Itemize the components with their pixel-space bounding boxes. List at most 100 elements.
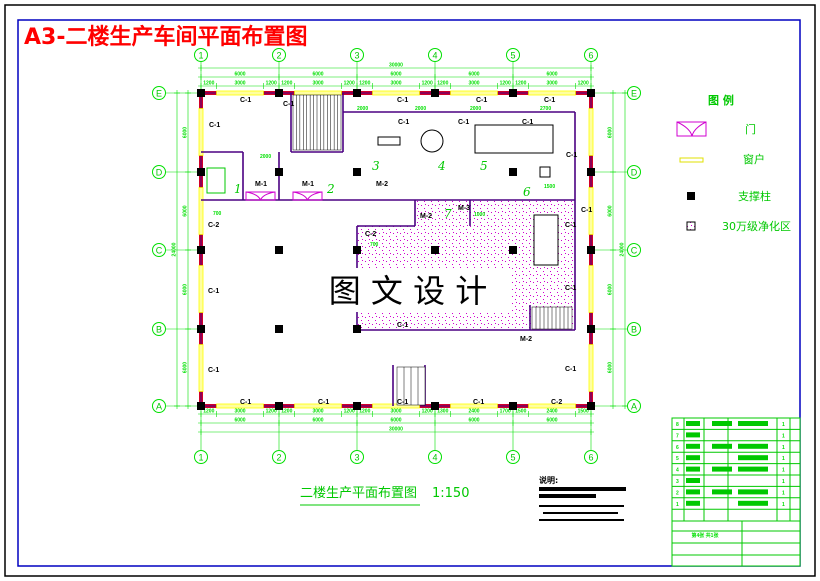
dim-top-segments-text: 1200: [515, 81, 526, 87]
column: [197, 168, 205, 176]
column: [197, 402, 205, 410]
plan-walls: [197, 89, 595, 410]
window: [450, 403, 498, 409]
drawing-scale: 1:150: [432, 486, 469, 501]
dim-right-bays-text: 6000: [608, 127, 614, 138]
room-number: 5: [480, 159, 488, 173]
inner-dimension: 2000: [260, 154, 271, 160]
axis-label-2: 2: [276, 453, 281, 463]
column: [587, 168, 595, 176]
title-block-entry: [738, 421, 768, 426]
equipment: [377, 136, 401, 146]
notes-line: [543, 512, 618, 514]
window-label: C-1: [473, 399, 484, 406]
column: [431, 402, 439, 410]
outer-border: [4, 4, 816, 577]
cleanroom-icon: [686, 221, 696, 231]
axis-label-6: 6: [588, 453, 593, 463]
window: [294, 403, 342, 409]
dim-top-segments-text: 1200: [578, 81, 589, 87]
dim-top-segments-text: 1200: [344, 81, 355, 87]
axis-label-5: 5: [510, 453, 515, 463]
axis-bubble: [194, 450, 208, 464]
window: [216, 403, 264, 409]
dim-bottom-total-text: 30000: [389, 427, 403, 433]
axis-bubble: [506, 48, 520, 62]
dim-top-segments-text: 1200: [266, 81, 277, 87]
window: [198, 344, 204, 392]
column: [431, 246, 439, 254]
window-label: C-1: [398, 119, 409, 126]
window-label: C-1: [208, 367, 219, 374]
dim-bottom-segments-text: 1200: [422, 409, 433, 415]
title-block-row-number: 2: [676, 490, 679, 496]
window: [198, 108, 204, 156]
axis-bubble: [627, 243, 641, 257]
window: [216, 90, 264, 96]
dim-left-bays-text: 6000: [183, 127, 189, 138]
dim-bottom-segments-text: 1300: [437, 409, 448, 415]
title-block-row-number: 5: [676, 456, 679, 462]
window-label: C-1: [209, 122, 220, 129]
window-label: C-1: [522, 119, 533, 126]
column: [197, 246, 205, 254]
column: [587, 402, 595, 410]
axis-label-A: A: [631, 402, 637, 412]
column: [353, 402, 361, 410]
window-label: C-1: [397, 399, 408, 406]
door-label: M-2: [520, 336, 532, 343]
axis-bubble: [152, 243, 166, 257]
notes-heading: 说明:: [539, 475, 558, 485]
dim-top-bays-text: 6000: [312, 72, 323, 78]
axis-bubble: [506, 450, 520, 464]
column: [509, 89, 517, 97]
dim-right-bays-text: 6000: [608, 284, 614, 295]
dim-top-segments-text: 1200: [359, 81, 370, 87]
dim-right-bays-text: 6000: [608, 205, 614, 216]
column: [509, 246, 517, 254]
title-block-row-number: 6: [676, 445, 679, 451]
inner-dimension: 2700: [540, 106, 551, 112]
dim-top-segments-text: 1200: [203, 81, 214, 87]
dim-bottom-segments-text: 1200: [203, 409, 214, 415]
notes-line: [539, 487, 626, 491]
watermark: 图 文 设 计: [329, 272, 488, 310]
notes-line: [539, 505, 624, 507]
axis-label-1: 1: [198, 51, 203, 61]
watermark-backdrop: [305, 268, 510, 312]
dim-top-bays-text: 6000: [546, 72, 557, 78]
dim-bottom-bays-text: 6000: [234, 418, 245, 424]
door-label: M-1: [302, 181, 314, 188]
legend-title: 图 例: [708, 93, 734, 107]
legend-label-window: 窗户: [743, 152, 765, 166]
door-icon: [676, 121, 707, 137]
dim-left-bays-text: 6000: [183, 284, 189, 295]
window-label: C-1: [397, 97, 408, 104]
door-label: M-3: [458, 205, 470, 212]
window: [198, 265, 204, 313]
drawing-frame: [17, 19, 801, 567]
title-block-entry: [712, 421, 732, 426]
axis-label-C: C: [631, 246, 638, 256]
door-label: M-1: [255, 181, 267, 188]
axis-bubble: [627, 165, 641, 179]
dim-bottom-segments-text: 1200: [359, 409, 370, 415]
column: [353, 246, 361, 254]
dim-top-segments-text: 1200: [422, 81, 433, 87]
axis-bubble: [584, 48, 598, 62]
column: [509, 402, 517, 410]
window: [450, 90, 498, 96]
title-block-row-number: 4: [676, 468, 679, 474]
window-label: C-1: [544, 97, 555, 104]
window-label: C-1: [581, 207, 592, 214]
room-number: 7: [444, 207, 452, 221]
title-block-row-number: 1: [676, 502, 679, 508]
inner-dimension: 2000: [470, 106, 481, 112]
inner-dimension: 700: [370, 242, 379, 248]
window-label: C-1: [240, 97, 251, 104]
axis-label-5: 5: [510, 51, 515, 61]
title-block-entry: [686, 478, 700, 483]
axis-label-D: D: [631, 168, 638, 178]
window-icon: [679, 157, 704, 163]
